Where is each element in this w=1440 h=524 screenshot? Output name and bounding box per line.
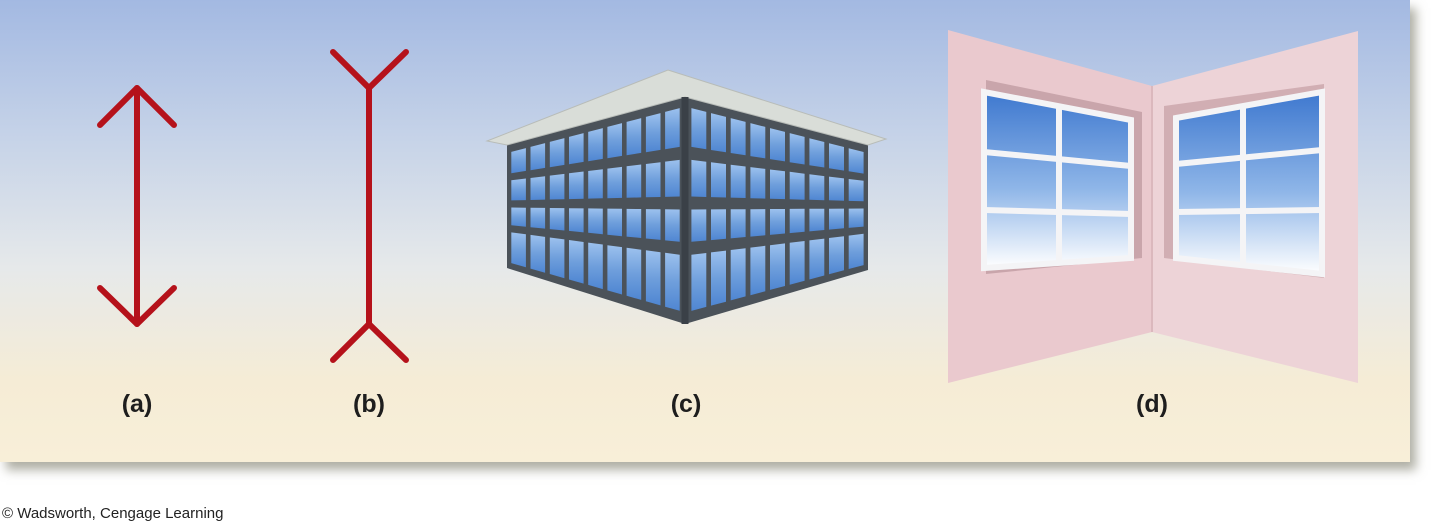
building-window-pane xyxy=(588,242,603,290)
building-window-pane xyxy=(607,245,622,295)
building-window-pane xyxy=(691,209,707,242)
building-window-pane xyxy=(809,174,825,201)
building-window-pane xyxy=(665,209,680,242)
building-window-pane xyxy=(730,164,746,198)
building-window-pane xyxy=(569,171,584,200)
illustration-panel: (a) (b) (c) (d) xyxy=(0,0,1410,462)
room-corner-figure xyxy=(948,30,1358,383)
building-window-pane xyxy=(530,234,546,273)
building-window-pane xyxy=(711,250,726,306)
building-window-pane xyxy=(770,128,785,162)
building-window-pane xyxy=(645,250,661,306)
building-corner-figure xyxy=(485,69,888,324)
building-window-pane xyxy=(711,209,726,241)
building-window-pane xyxy=(549,173,565,200)
building-window-pane xyxy=(549,208,565,231)
building-window-pane xyxy=(750,209,766,237)
building-window-pane xyxy=(588,169,603,199)
building-window-pane xyxy=(848,179,864,202)
building-window-pane xyxy=(530,176,546,200)
building-window-pane xyxy=(848,148,864,174)
building-window-pane xyxy=(829,208,844,230)
building-window-pane xyxy=(750,167,766,199)
arrow-fins-inward-figure xyxy=(97,85,177,327)
top-fins xyxy=(330,49,409,91)
illusion-scene xyxy=(97,30,1358,383)
building-window-pane xyxy=(549,237,565,279)
building-window-pane xyxy=(789,208,805,234)
building-window-pane xyxy=(569,240,584,284)
building-window-pane xyxy=(730,118,746,156)
building-window-pane xyxy=(511,232,526,268)
building-roof xyxy=(485,69,888,146)
building-window-pane xyxy=(750,123,766,159)
building-window-pane xyxy=(665,108,680,150)
building-window-pane xyxy=(530,207,546,229)
right-window-frame xyxy=(1173,88,1325,278)
building-window-pane xyxy=(607,208,622,237)
building-window-pane xyxy=(789,133,805,165)
building-window-pane xyxy=(530,143,546,171)
building-window-pane xyxy=(665,159,680,197)
building-window-pane xyxy=(750,245,766,296)
building-window-pane xyxy=(569,133,584,165)
building-window-pane xyxy=(730,209,746,239)
building-window-pane xyxy=(770,209,785,235)
building-window-pane xyxy=(626,118,642,156)
bottom-fins xyxy=(330,321,409,363)
building-window-pane xyxy=(511,178,526,201)
building-window-pane xyxy=(569,208,584,233)
figure-label-a: (a) xyxy=(121,390,153,418)
figure-label-b: (b) xyxy=(353,390,385,418)
building-window-pane xyxy=(588,208,603,235)
copyright-credit: © Wadsworth, Cengage Learning xyxy=(2,505,224,522)
building-window-pane xyxy=(645,209,661,240)
building-window-pane xyxy=(809,208,825,232)
building-window-pane xyxy=(588,128,603,162)
building-window-pane xyxy=(711,113,726,153)
building-window-pane xyxy=(691,253,707,311)
building-window-pane xyxy=(770,169,785,200)
building-window-pane xyxy=(789,171,805,200)
building-window-pane xyxy=(626,208,642,238)
building-window-pane xyxy=(770,243,785,290)
building-window-pane xyxy=(607,166,622,199)
building-window-pane xyxy=(511,207,526,227)
building-window-pane xyxy=(549,138,565,168)
building-window-pane xyxy=(829,236,844,275)
building-window-pane xyxy=(809,138,825,168)
building-window-pane xyxy=(645,162,661,198)
building-window-pane xyxy=(626,247,642,300)
top-arrowhead xyxy=(97,85,177,128)
right-window-glass xyxy=(1176,92,1322,274)
building-window-pane xyxy=(691,159,707,197)
arrow-fins-outward-figure xyxy=(330,49,409,363)
building-window-pane xyxy=(607,123,622,159)
building-window-pane xyxy=(848,208,864,228)
building-window-pane xyxy=(730,248,746,301)
building-window-pane xyxy=(829,143,844,171)
building-windows xyxy=(511,108,864,311)
figure-label-c: (c) xyxy=(670,390,702,418)
figure-label-d: (d) xyxy=(1136,390,1168,418)
left-window-frame xyxy=(981,88,1134,272)
building-window-pane xyxy=(626,164,642,198)
building-window-pane xyxy=(809,238,825,280)
building-window-pane xyxy=(789,241,805,285)
bottom-arrowhead xyxy=(97,285,177,327)
building-window-pane xyxy=(645,113,661,153)
building-window-pane xyxy=(691,108,707,150)
building-window-pane xyxy=(829,176,844,201)
building-window-pane xyxy=(511,148,526,174)
building-window-pane xyxy=(848,233,864,269)
building-window-pane xyxy=(665,252,680,311)
building-window-pane xyxy=(711,162,726,198)
